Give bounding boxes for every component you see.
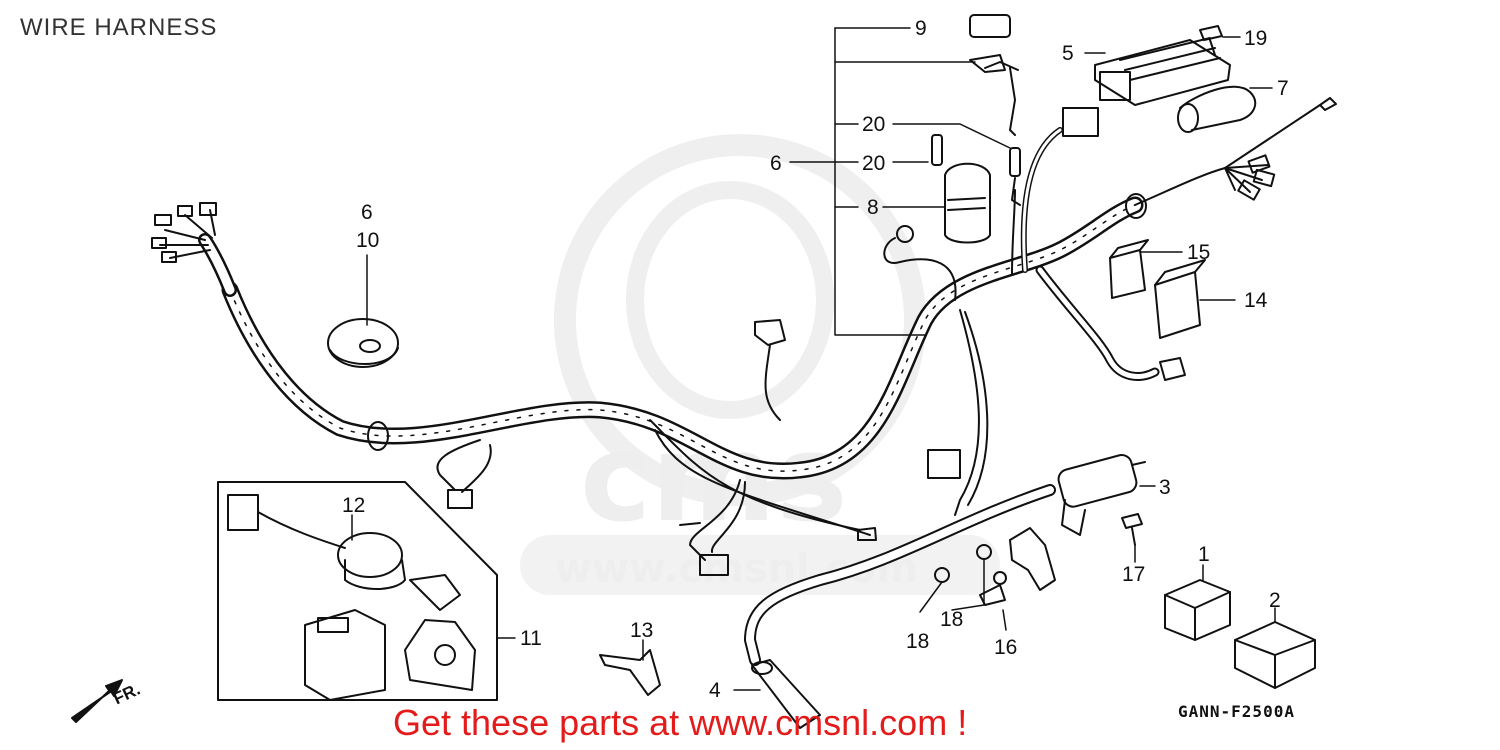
callout-16: 16 [994,636,1017,659]
clip-connector [1159,357,1186,381]
callout-9: 9 [915,17,927,40]
callout-6-left: 6 [361,201,373,224]
cms-watermark: cms www.cmsnl.com [520,134,1000,595]
callout-15: 15 [1187,241,1210,264]
callout-17: 17 [1122,563,1145,586]
spark-plug-cap-part-4 [744,484,1056,729]
callout-18-left: 18 [906,630,929,653]
relay-part-15 [1109,239,1149,299]
harness-bracket [754,319,786,346]
key-part-13 [599,649,661,696]
callout-12: 12 [342,494,365,517]
bolt-part-19 [1199,25,1223,56]
page-title: WIRE HARNESS [20,14,218,41]
callout-20-upper: 20 [862,113,885,136]
part-1-block [1164,579,1231,641]
promo-link[interactable]: Get these parts at www.cmsnl.com ! [393,702,968,743]
grommet-part-10 [327,318,399,368]
callout-10: 10 [356,229,379,252]
ignition-switch-part-12 [227,494,461,611]
main-wire-harness [198,104,1321,561]
relay-part-14 [1154,259,1206,339]
callout-2: 2 [1269,589,1281,612]
bracket-part-16 [979,527,1056,606]
left-connector-bundle [151,202,217,263]
callout-11: 11 [520,627,542,650]
front-direction-arrow-icon [71,679,123,723]
fuse-part-20 [931,134,1021,206]
watermark-logo-text: cms [580,410,848,549]
tail-light-connectors [1224,97,1337,201]
callout-7: 7 [1277,77,1289,100]
callout-18-right: 18 [940,608,963,631]
callout-1: 1 [1198,543,1210,566]
regulator-rectifier-part-5 [1062,37,1231,137]
harness-connector-lower [699,554,729,576]
bolt-part-17 [1121,513,1143,546]
callout-4: 4 [709,679,721,702]
callout-8: 8 [867,196,879,219]
nut-part-18-upper [976,544,992,560]
callout-5: 5 [1062,42,1074,65]
cover-part-7 [1177,85,1257,133]
callout-3: 3 [1159,476,1171,499]
fuse-holder-part-8 [944,162,991,244]
fuse-cap-part-9 [969,14,1019,136]
diagram-code: GANN-F2500A [1178,702,1295,721]
group-bracket-6 [834,27,926,336]
leader-lines [351,27,1276,691]
part-2-block [1234,621,1316,689]
callout-14: 14 [1244,289,1268,312]
harness-connector-left [447,489,473,509]
ignition-coil-part-3 [1057,454,1146,536]
callout-19: 19 [1244,27,1267,50]
callout-6-upper: 6 [770,152,782,175]
callout-13: 13 [630,619,653,642]
callout-20-lower: 20 [862,152,885,175]
harness-connector-center [927,449,961,479]
switch-cover [304,609,386,701]
switch-bracket [404,619,476,691]
